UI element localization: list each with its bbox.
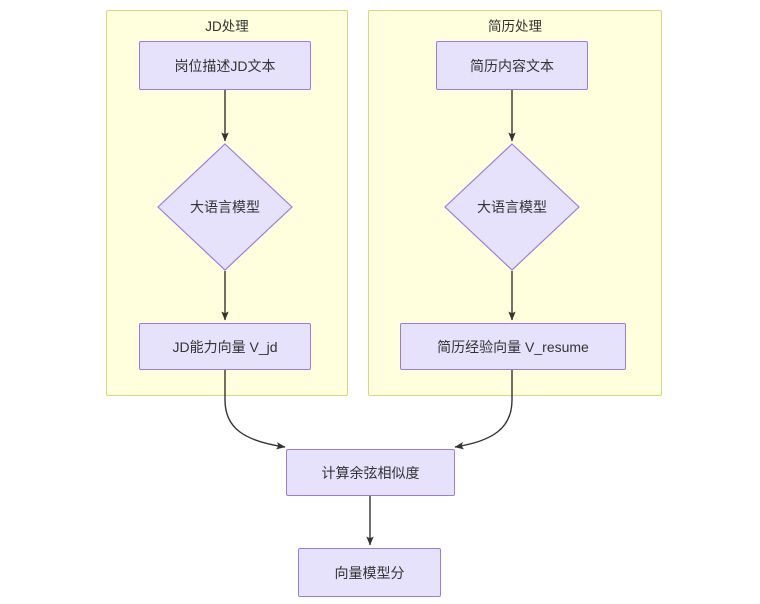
- node-jd-text-label: 岗位描述JD文本: [174, 57, 276, 74]
- node-cosine-similarity[interactable]: 计算余弦相似度: [286, 449, 455, 496]
- subgraph-resume-title: 简历处理: [488, 19, 542, 34]
- node-jd-vector[interactable]: JD能力向量 V_jd: [139, 323, 311, 370]
- node-resume-llm-label: 大语言模型: [477, 199, 547, 215]
- node-resume-vector-label: 简历经验向量 V_resume: [437, 338, 589, 355]
- node-resume-text[interactable]: 简历内容文本: [436, 41, 588, 90]
- node-cosine-similarity-label: 计算余弦相似度: [321, 464, 420, 481]
- node-resume-vector[interactable]: 简历经验向量 V_resume: [400, 323, 626, 370]
- node-resume-text-label: 简历内容文本: [470, 57, 554, 74]
- node-jd-text[interactable]: 岗位描述JD文本: [139, 41, 311, 90]
- node-resume-llm[interactable]: 大语言模型: [444, 143, 580, 271]
- diamond-shape: [157, 143, 293, 271]
- node-jd-vector-label: JD能力向量 V_jd: [172, 338, 278, 355]
- node-vector-score-label: 向量模型分: [334, 564, 405, 581]
- node-vector-score[interactable]: 向量模型分: [298, 548, 441, 597]
- diamond-shape: [444, 143, 580, 271]
- node-jd-llm-label: 大语言模型: [190, 199, 260, 215]
- subgraph-jd-title: JD处理: [205, 19, 249, 34]
- node-jd-llm[interactable]: 大语言模型: [157, 143, 293, 271]
